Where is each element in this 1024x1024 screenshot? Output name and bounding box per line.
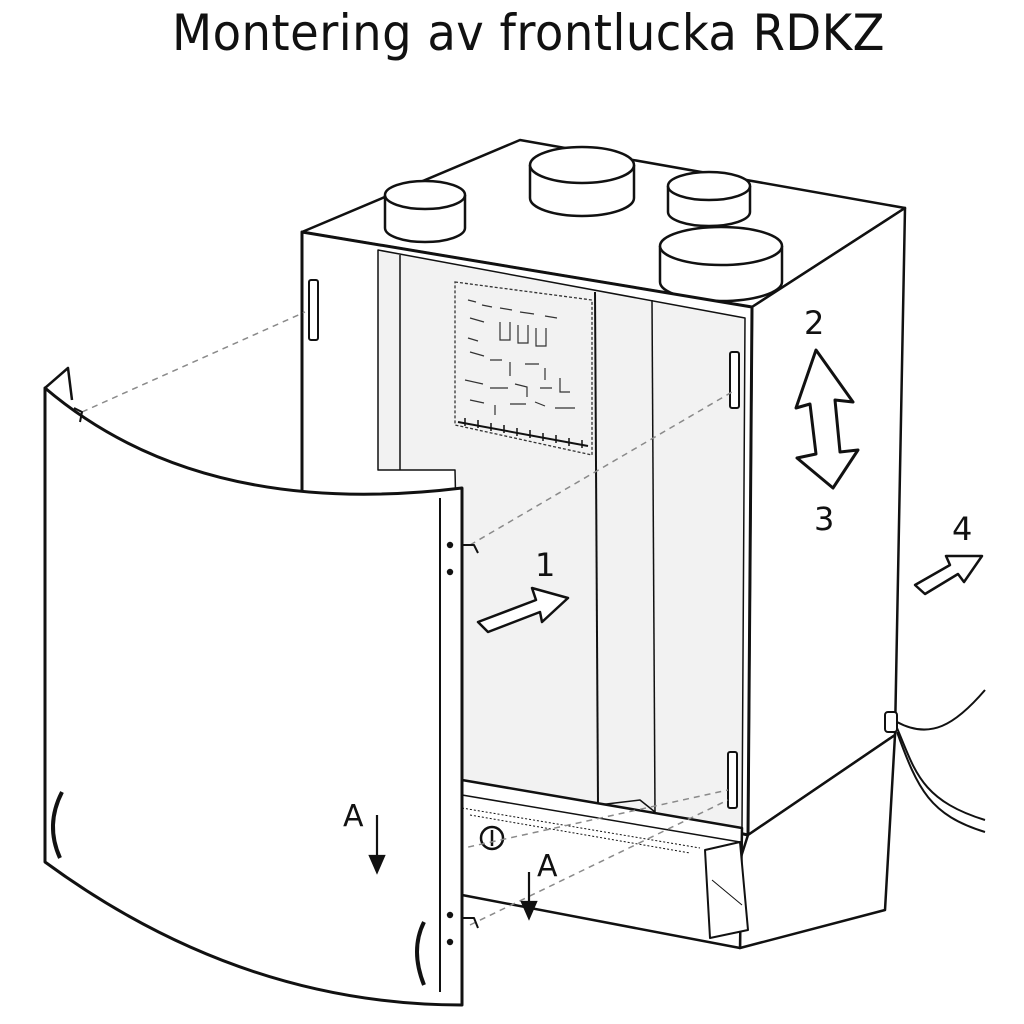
point-a-arrows [368,815,538,921]
wiring-label-panel [454,281,593,456]
arrow-step-4 [913,554,984,596]
point-a-upper-label: A [343,799,364,834]
step-3-label: 3 [814,500,834,538]
alignment-guides [81,311,733,926]
arrow-step-2-3 [794,348,860,490]
arrow-step-1 [476,586,570,634]
diagram-title: Montering av frontlucka RDKZ [172,4,885,62]
step-2-label: 2 [804,304,824,342]
step-4-label: 4 [952,510,972,548]
step-1-label: 1 [535,546,555,584]
point-a-lower-label: A [537,849,558,884]
unit-front-frame [300,230,754,837]
power-cable [884,689,986,833]
front-cover [43,366,479,1007]
